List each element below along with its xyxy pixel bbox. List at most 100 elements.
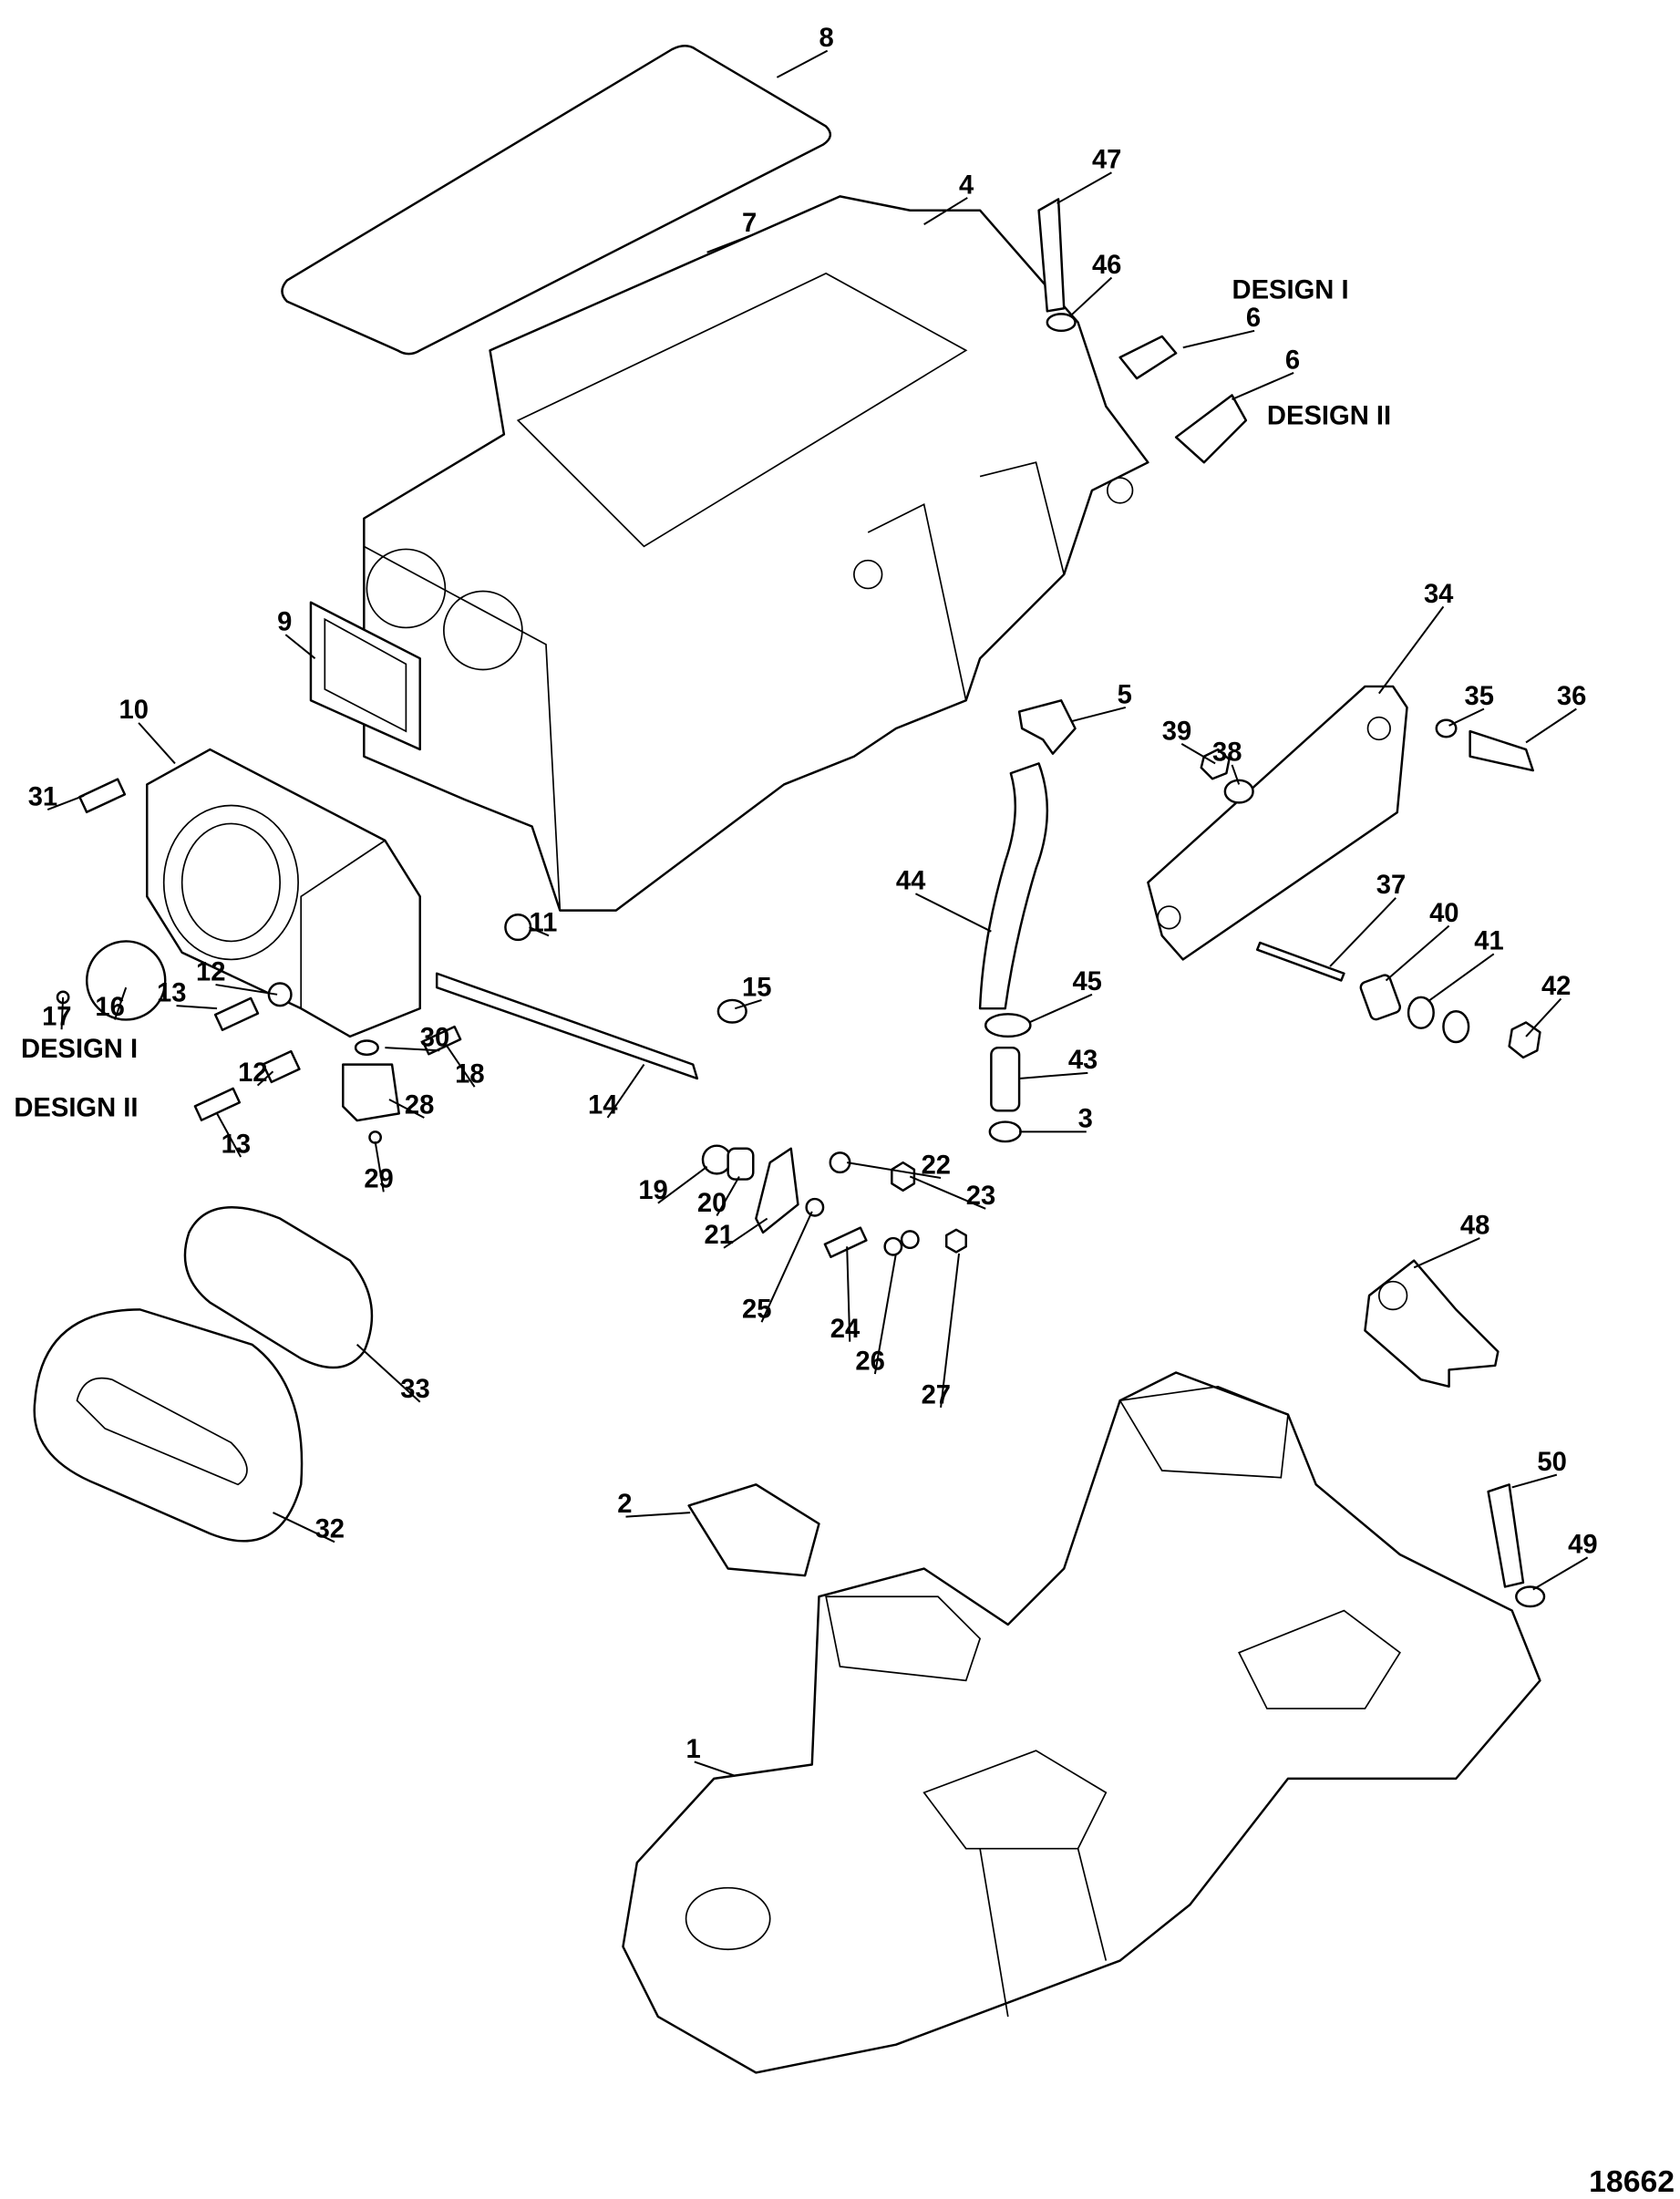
- bracket-34: [1147, 685, 1541, 1059]
- callout-25-label: 25: [742, 1296, 771, 1325]
- callout-31-leader-line: [46, 794, 85, 811]
- callout-6-leader-line: [1232, 371, 1294, 400]
- callout-25-leader-line: [760, 1211, 813, 1323]
- callout-48-leader-line: [1413, 1237, 1480, 1269]
- callout-14-leader-line: [606, 1064, 645, 1119]
- callout-6-leader-line: [1182, 329, 1255, 349]
- callout-11-leader-line: [529, 926, 550, 937]
- callout-20-leader-line: [716, 1175, 740, 1216]
- callout-10-leader-line: [138, 722, 176, 765]
- callout-22-leader-line: [847, 1161, 942, 1179]
- bracket-48: [1364, 1259, 1500, 1389]
- callout-33-label: 33: [400, 1375, 429, 1404]
- callout-8-leader-line: [776, 49, 829, 78]
- callout-39-label: 39: [1162, 717, 1191, 746]
- callout-49-leader-line: [1532, 1556, 1589, 1591]
- callout-13-leader-line: [176, 1005, 218, 1010]
- callout-21-leader-line: [723, 1217, 768, 1249]
- callout-41-label: 41: [1474, 927, 1503, 956]
- callout-13-label: 13: [157, 978, 186, 1007]
- callout-9-label: 9: [277, 607, 292, 636]
- callout-44-leader-line: [914, 893, 992, 933]
- callout-29-label: 29: [364, 1165, 393, 1194]
- callout-11-label: 11: [530, 909, 558, 938]
- callout-31-label: 31: [28, 782, 57, 811]
- callout-design-i-label: DESIGN I: [21, 1035, 138, 1064]
- callout-24-leader-line: [846, 1246, 851, 1342]
- callout-37-leader-line: [1329, 897, 1397, 967]
- callout-27-leader-line: [940, 1253, 961, 1409]
- callout-1-leader-line: [694, 1760, 736, 1777]
- fittings: [1037, 198, 1248, 464]
- hose-assembly: [978, 699, 1077, 1143]
- callout-18-leader-line: [444, 1043, 476, 1088]
- callout-27-label: 27: [922, 1380, 951, 1409]
- callout-13-leader-line: [216, 1112, 242, 1158]
- callout-34-label: 34: [1424, 580, 1454, 609]
- callout-18-label: 18: [455, 1060, 484, 1089]
- callout-30-leader-line: [385, 1047, 440, 1052]
- callout-15-leader-line: [735, 999, 762, 1010]
- throttle-gasket-9: [309, 601, 421, 751]
- callout-4-label: 4: [959, 170, 974, 200]
- callout-49-label: 49: [1568, 1531, 1597, 1560]
- callout-10-label: 10: [119, 696, 149, 725]
- lower-manifold-1: [622, 1371, 1541, 2074]
- callout-15-label: 15: [742, 973, 771, 1002]
- callout-24-label: 24: [830, 1315, 861, 1344]
- small-parts: [56, 778, 967, 1258]
- leader-lines: [46, 49, 1589, 1777]
- callout-42-leader-line: [1525, 997, 1562, 1038]
- callout-design-ii-label: DESIGN II: [14, 1093, 138, 1122]
- callout-36-leader-line: [1525, 707, 1577, 744]
- callout-47-label: 47: [1092, 146, 1121, 175]
- callout-28-leader-line: [388, 1099, 425, 1119]
- callout-28-label: 28: [405, 1090, 434, 1120]
- callout-46-label: 46: [1092, 251, 1121, 280]
- callout-30-label: 30: [420, 1024, 449, 1053]
- callout-35-label: 35: [1464, 682, 1493, 711]
- callout-42-label: 42: [1541, 972, 1571, 1001]
- callout-21-label: 21: [705, 1221, 734, 1250]
- callout-43-label: 43: [1068, 1046, 1098, 1075]
- callout-5-leader-line: [1070, 706, 1127, 723]
- callout-9-leader-line: [284, 634, 316, 659]
- manifold-gasket-2: [687, 1483, 820, 1577]
- callout-32-label: 32: [315, 1515, 345, 1544]
- callout-29-leader-line: [374, 1141, 385, 1192]
- air-filter-32-33: [33, 1206, 374, 1543]
- callout-35-leader-line: [1448, 707, 1485, 727]
- callout-12-leader-line: [215, 984, 278, 996]
- upper-plenum-4: [363, 195, 1149, 912]
- figure-number: 18662: [1589, 2164, 1675, 2199]
- throttle-body-10: [146, 748, 421, 1038]
- bolt-50-washer-49: [1487, 1483, 1546, 1608]
- callout-12-label: 12: [238, 1058, 267, 1088]
- callout-7-label: 7: [742, 209, 757, 238]
- callout-37-label: 37: [1376, 871, 1406, 900]
- callout-32-leader-line: [273, 1512, 335, 1543]
- callout-38-leader-line: [1231, 764, 1241, 785]
- callout-3-label: 3: [1078, 1105, 1093, 1134]
- callout-45-leader-line: [1028, 993, 1093, 1024]
- callout-17-label: 17: [42, 1003, 71, 1032]
- callout-26-label: 26: [855, 1347, 884, 1376]
- callout-43-leader-line: [1019, 1071, 1088, 1079]
- callout-14-label: 14: [588, 1090, 618, 1120]
- callout-1-label: 1: [686, 1735, 701, 1764]
- callout-23-label: 23: [966, 1182, 995, 1211]
- callout-design-i-label: DESIGN I: [1232, 276, 1349, 305]
- callout-20-label: 20: [697, 1189, 727, 1218]
- callout-38-label: 38: [1212, 738, 1242, 767]
- callout-36-label: 36: [1557, 682, 1586, 711]
- callout-39-leader-line: [1180, 743, 1216, 765]
- callout-2-label: 2: [617, 1490, 632, 1519]
- callout-17-leader-line: [60, 996, 65, 1030]
- callout-design-ii-label: DESIGN II: [1267, 402, 1391, 431]
- callout-4-leader-line: [923, 197, 968, 225]
- callout-7-leader-line: [706, 234, 751, 253]
- callout-41-leader-line: [1427, 953, 1495, 1003]
- callout-5-label: 5: [1118, 680, 1132, 709]
- callout-16-label: 16: [95, 993, 124, 1022]
